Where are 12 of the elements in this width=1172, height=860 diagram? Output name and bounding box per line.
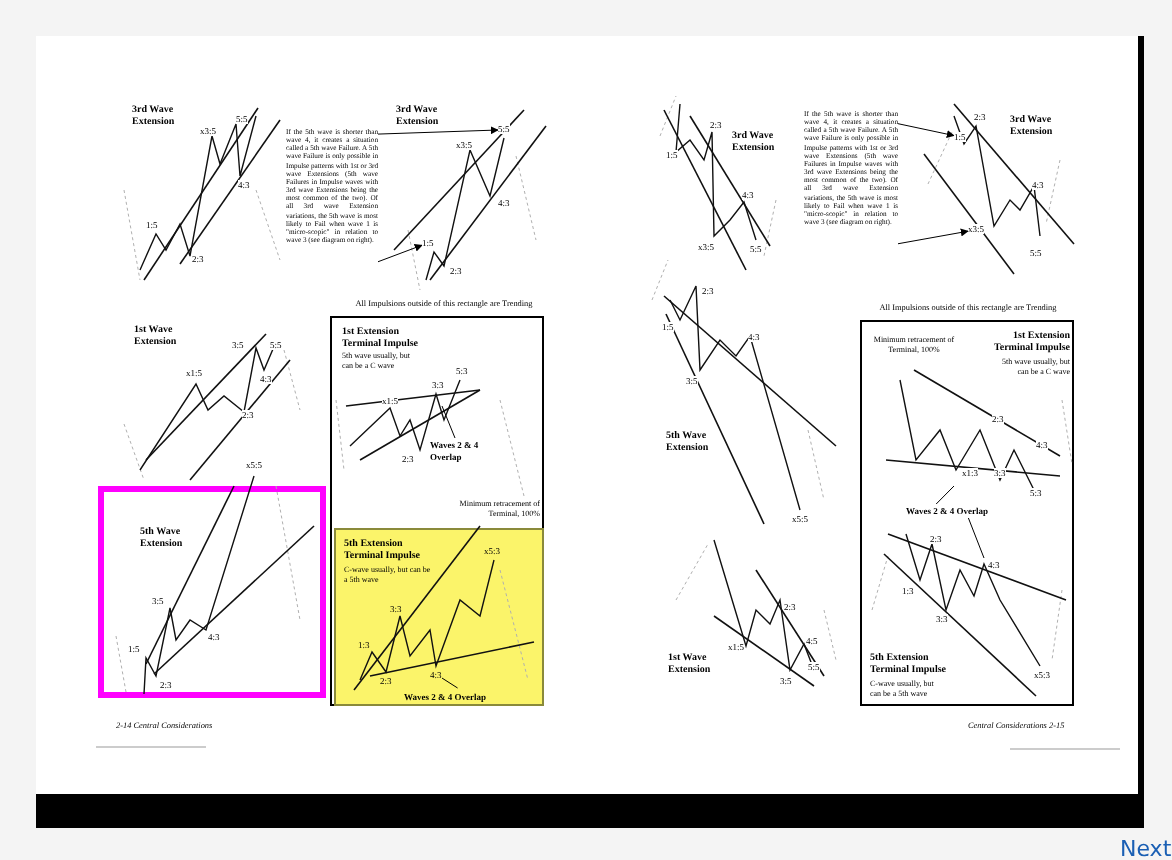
terminal-rectangle [860,320,1074,706]
leader-line [441,405,456,439]
arrow [897,123,955,138]
highlight-frame [98,486,326,698]
highlight-panel [334,528,544,706]
arrow [897,228,969,245]
next-link: Next [1120,836,1172,860]
terminal-rectangle [330,316,544,706]
arrow [377,126,499,135]
leader-line [967,517,985,559]
leader-line [935,485,955,505]
arrow [377,244,423,263]
